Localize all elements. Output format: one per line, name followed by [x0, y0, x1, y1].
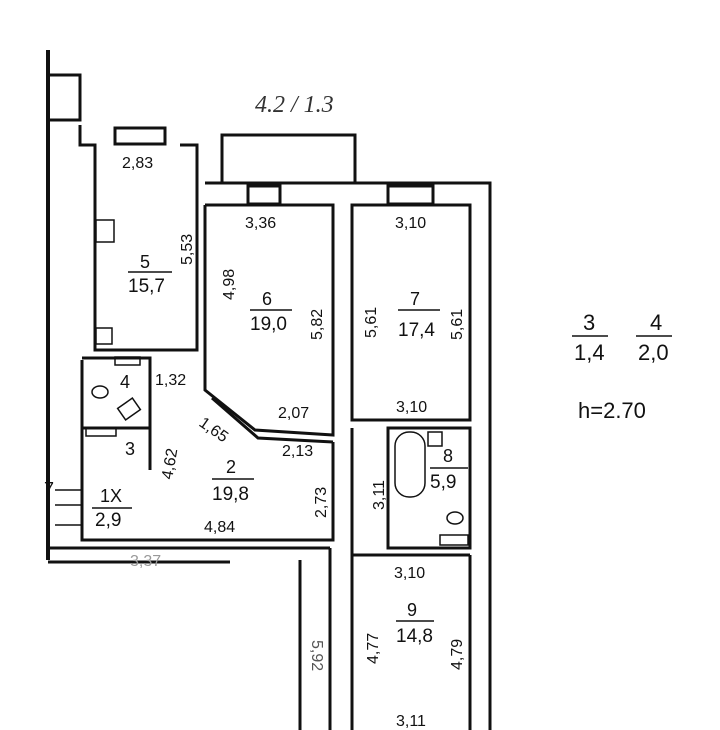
dim-r6-top: 3,36: [245, 215, 276, 232]
room-1x-number: 1X: [100, 486, 122, 506]
room-4-number: 4: [120, 372, 130, 392]
dim-r7-right: 5,61: [449, 309, 466, 340]
room-6-number: 6: [262, 289, 272, 309]
window-room7: [386, 184, 435, 206]
legend-item1-value: 1,4: [574, 340, 605, 365]
dim-r9-bottom: 3,11: [396, 713, 426, 730]
dim-r9-left: 4,77: [365, 633, 382, 664]
dim-r6-right: 5,82: [309, 309, 326, 340]
room-2-number: 2: [226, 457, 236, 477]
room-2-area: 19,8: [212, 484, 249, 505]
dim-r6-diag: 1,65: [196, 414, 231, 446]
dim-r2-bottom: 4,84: [204, 519, 235, 536]
dim-r7-bottom: 3,10: [396, 399, 427, 416]
radiator-icon: [85, 427, 117, 437]
room-8-number: 8: [443, 446, 453, 466]
room-1x-area: 2,9: [95, 510, 121, 531]
dim-r2-right: 2,73: [313, 487, 330, 518]
toilet-icon: [91, 385, 109, 399]
dim-left-7: 7: [44, 479, 54, 499]
dim-r6-left: 4,98: [221, 269, 238, 300]
legend-item2-number: 4: [650, 310, 662, 335]
dim-r2-top: 2,13: [282, 443, 313, 460]
bathtub-icon: [394, 431, 426, 498]
room-9-area: 14,8: [396, 626, 433, 647]
room-3-number: 3: [125, 439, 135, 459]
dim-bottom-partial: 3,37: [130, 553, 161, 570]
dim-r3-side: 4,62: [159, 447, 181, 481]
room-8-area: 5,9: [430, 472, 456, 493]
dim-r4-side: 1,32: [155, 372, 186, 389]
toilet-icon: [446, 511, 464, 525]
stove-icon: [95, 219, 115, 243]
room-7-number: 7: [410, 289, 420, 309]
room-5-area: 15,7: [128, 276, 165, 297]
walls: [46, 50, 492, 730]
window-room6: [246, 184, 282, 206]
dim-strip: 5,92: [308, 640, 325, 671]
room-5-number: 5: [140, 252, 150, 272]
dim-r9-right: 4,79: [449, 639, 466, 670]
dim-r9-top: 3,10: [394, 565, 425, 582]
dim-r7-left: 5,61: [363, 307, 380, 338]
washbasin-icon: [116, 397, 142, 421]
radiator-icon: [439, 534, 469, 546]
dim-r5-side: 5,53: [179, 234, 196, 265]
ceiling-height: h=2.70: [578, 398, 646, 423]
sink-icon: [427, 431, 443, 447]
dim-r5-top: 2,83: [122, 155, 153, 172]
room-9-number: 9: [407, 600, 417, 620]
legend-item2-value: 2,0: [638, 340, 669, 365]
radiator-icon: [114, 356, 141, 366]
sink-icon: [95, 327, 113, 345]
window-room5: [113, 126, 167, 146]
header-note: 4.2 / 1.3: [255, 92, 334, 118]
dim-r7-top: 3,10: [395, 215, 426, 232]
dim-r6-bottom: 2,07: [278, 405, 309, 422]
dim-r8-left: 3,11: [371, 480, 388, 510]
room-6-area: 19,0: [250, 314, 287, 335]
room-7-area: 17,4: [398, 320, 435, 341]
fixtures: [85, 219, 469, 546]
legend-item1-number: 3: [583, 310, 595, 335]
